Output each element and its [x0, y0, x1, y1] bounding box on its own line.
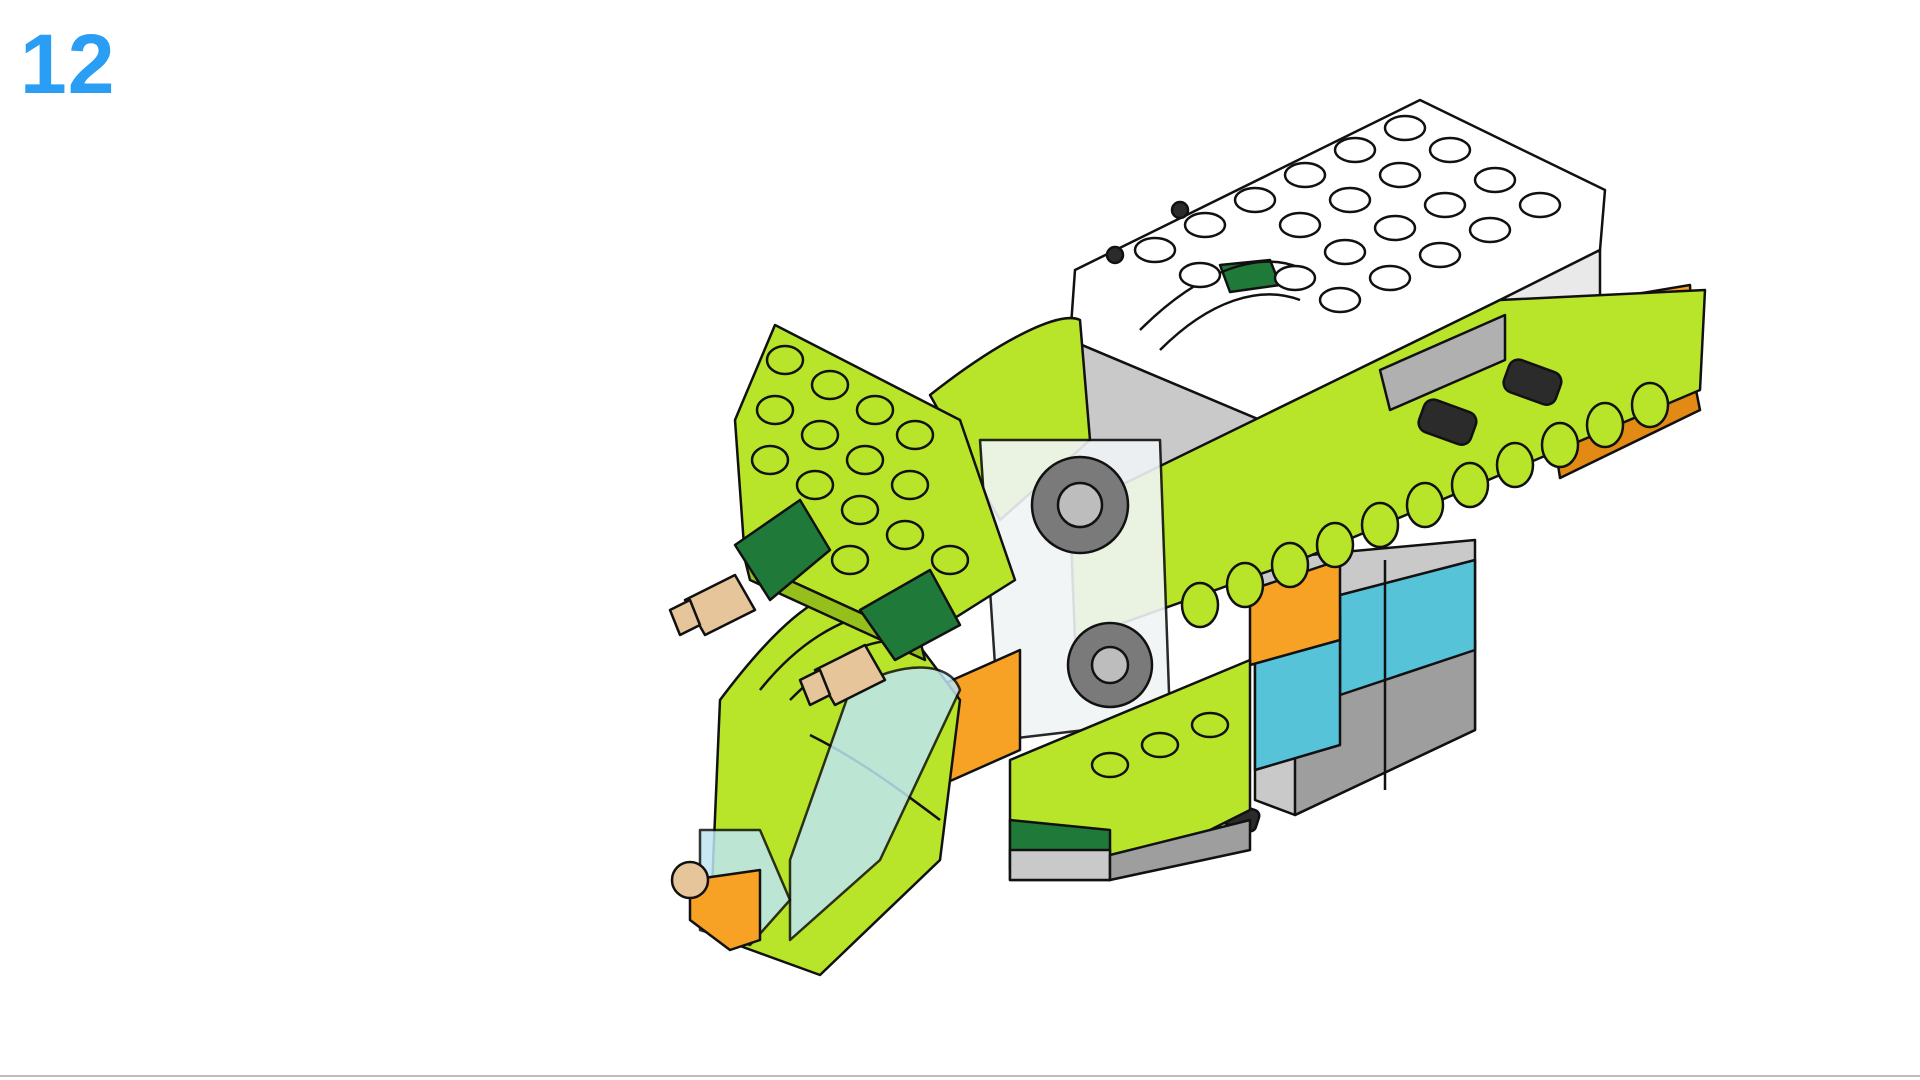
orange-connector-icon [670, 860, 762, 952]
gray-base-block-icon [1248, 538, 1477, 817]
step-number: 12 [20, 17, 116, 111]
green-axle-icon [668, 498, 962, 707]
gray-detail-brick-icon [1008, 818, 1252, 882]
hub-studs-icon [1133, 114, 1562, 314]
gearbox-icon [978, 438, 1172, 742]
page-bottom-divider [0, 1075, 1920, 1077]
